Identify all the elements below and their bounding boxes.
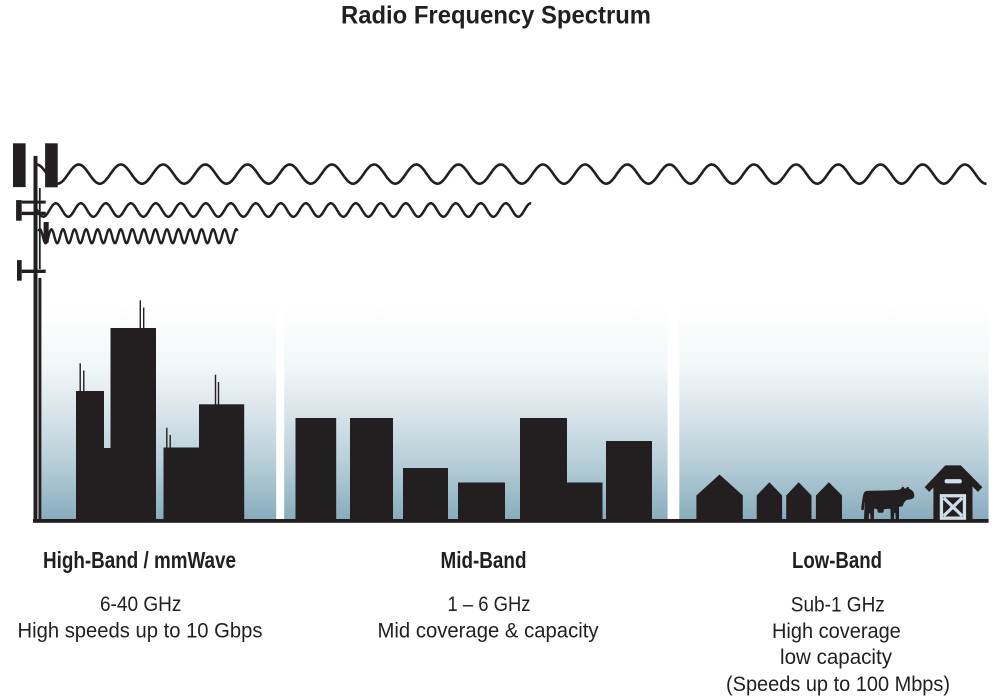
svg-text:High coverage: High coverage (772, 620, 901, 643)
svg-text:Mid coverage & capacity: Mid coverage & capacity (378, 620, 599, 643)
svg-text:low capacity: low capacity (780, 646, 892, 669)
svg-text:6-40 GHz: 6-40 GHz (100, 593, 182, 616)
svg-text:High speeds up to 10 Gbps: High speeds up to 10 Gbps (18, 620, 263, 643)
svg-text:1 – 6 GHz: 1 – 6 GHz (448, 593, 531, 616)
svg-text:Low-Band: Low-Band (792, 547, 882, 573)
svg-text:(Speeds up to 100 Mbps): (Speeds up to 100 Mbps) (726, 673, 950, 696)
svg-text:Sub-1 GHz: Sub-1 GHz (791, 594, 885, 617)
svg-text:Mid-Band: Mid-Band (441, 547, 527, 573)
svg-text:High-Band / mmWave: High-Band / mmWave (43, 547, 236, 573)
svg-text:Radio Frequency Spectrum: Radio Frequency Spectrum (341, 2, 651, 30)
